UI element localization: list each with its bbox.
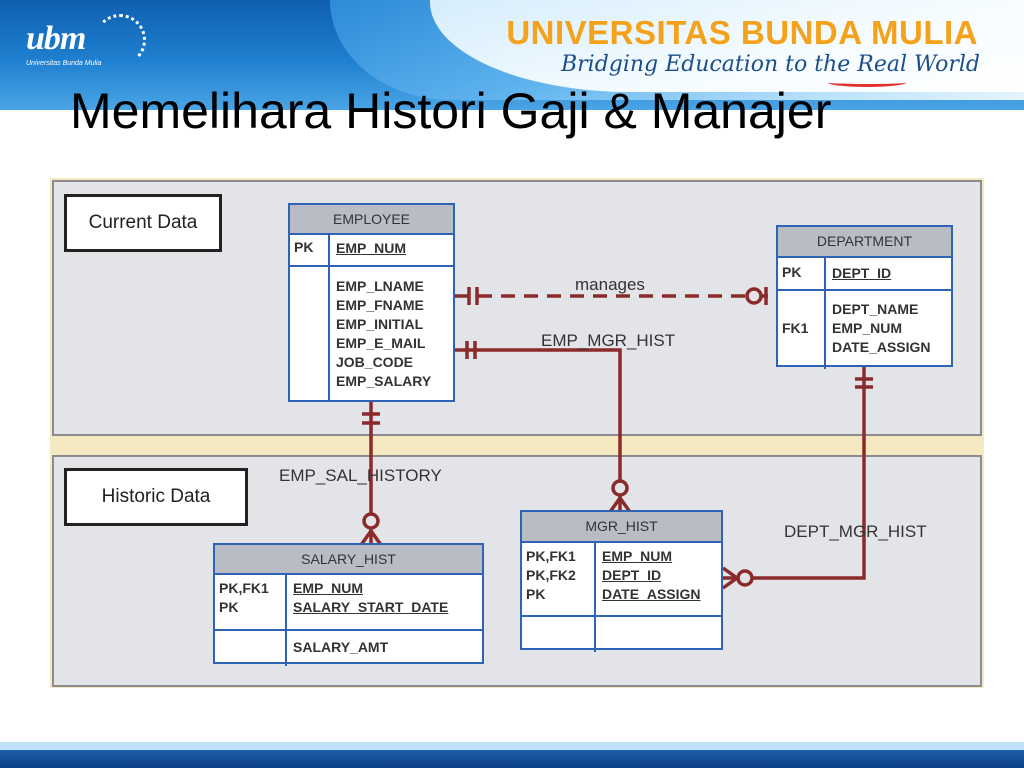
mgr-hist-key: PK	[526, 586, 546, 602]
salary-hist-attr: SALARY_AMT	[293, 639, 389, 655]
mgr-hist-pk-attrs: EMP_NUM DEPT_ID DATE_ASSIGN	[596, 543, 707, 615]
emp-mgr-crow	[608, 494, 632, 514]
employee-attr-row: EMP_LNAME EMP_FNAME EMP_INITIAL EMP_E_MA…	[290, 267, 453, 402]
emp-sal-crow	[359, 527, 383, 547]
employee-pk-key: PK	[290, 235, 330, 265]
current-data-label: Current Data	[64, 194, 222, 252]
employee-pk-attr: EMP_NUM	[336, 240, 407, 256]
employee-attr: EMP_SALARY	[336, 373, 432, 389]
manages-circle	[745, 287, 763, 305]
department-pk-row: PK DEPT_ID	[778, 258, 951, 291]
mgr-hist-pk-attr: DATE_ASSIGN	[602, 586, 701, 602]
employee-attr: EMP_FNAME	[336, 297, 424, 313]
salary-hist-header: SALARY_HIST	[215, 545, 482, 575]
mgr-hist-attr-row	[522, 617, 721, 652]
mgr-hist-header: MGR_HIST	[522, 512, 721, 543]
salary-hist-pk-row: PK,FK1 PK EMP_NUM SALARY_START_DATE	[215, 575, 482, 631]
dept-mgr-crow	[721, 566, 741, 590]
mgr-hist-key: PK,FK1	[526, 548, 576, 564]
logo-subtext: Universitas Bunda Mulia	[26, 60, 102, 67]
tagline: Bridging Education to the Real World	[560, 52, 980, 77]
salary-hist-attr-key	[215, 631, 287, 666]
mgr-hist-attr-key	[522, 617, 596, 652]
salary-hist-pk-attrs: EMP_NUM SALARY_START_DATE	[287, 575, 454, 629]
employee-pk-row: PK EMP_NUM	[290, 235, 453, 267]
employee-attr: JOB_CODE	[336, 354, 414, 370]
manages-label: manages	[575, 275, 645, 294]
mgr-hist-attr	[596, 617, 608, 652]
tagline-swoosh	[828, 78, 906, 87]
dept-mgr-circle	[736, 569, 754, 587]
mgr-hist-entity: MGR_HIST PK,FK1 PK,FK2 PK EMP_NUM DEPT_I…	[520, 510, 723, 652]
department-entity: DEPARTMENT PK DEPT_ID FK1 DEPT_NAME EMP_…	[776, 225, 953, 369]
salary-hist-keys: PK,FK1 PK	[215, 575, 287, 629]
employee-attr-key	[290, 267, 330, 402]
employee-attr: EMP_LNAME	[336, 278, 424, 294]
mgr-hist-pk-attr: EMP_NUM	[602, 548, 673, 564]
salary-hist-entity: SALARY_HIST PK,FK1 PK EMP_NUM SALARY_STA…	[213, 543, 484, 666]
ubm-logo: ubm Universitas Bunda Mulia	[18, 12, 146, 74]
dept-mgr-line	[723, 366, 866, 580]
employee-attr-list: EMP_LNAME EMP_FNAME EMP_INITIAL EMP_E_MA…	[330, 267, 437, 402]
mgr-hist-key: PK,FK2	[526, 567, 576, 583]
page-title: Memelihara Histori Gaji & Manajer	[70, 83, 832, 139]
dept-mgr-hist-label: DEPT_MGR_HIST	[784, 522, 927, 541]
department-header: DEPARTMENT	[778, 227, 951, 258]
employee-attr: EMP_E_MAIL	[336, 335, 426, 351]
university-name: UNIVERSITAS BUNDA MULIA	[506, 14, 978, 51]
department-pk-key: PK	[778, 258, 826, 289]
salary-hist-key: PK	[219, 599, 239, 615]
department-attr-row: FK1 DEPT_NAME EMP_NUM DATE_ASSIGN	[778, 291, 951, 369]
department-pk-attr: DEPT_ID	[832, 265, 892, 281]
salary-hist-pk-attr: SALARY_START_DATE	[293, 599, 449, 615]
emp-mgr-hist-label: EMP_MGR_HIST	[541, 331, 676, 350]
employee-entity: EMPLOYEE PK EMP_NUM EMP_LNAME EMP_FNAME …	[288, 203, 455, 402]
employee-attr: EMP_INITIAL	[336, 316, 424, 332]
department-attr: DATE_ASSIGN	[832, 339, 931, 355]
historic-data-label: Historic Data	[64, 468, 248, 526]
mgr-hist-keys: PK,FK1 PK,FK2 PK	[522, 543, 596, 615]
emp-sal-circle	[362, 512, 380, 530]
employee-header: EMPLOYEE	[290, 205, 453, 235]
department-attr-list: DEPT_NAME EMP_NUM DATE_ASSIGN	[826, 291, 937, 369]
salary-hist-pk-attr: EMP_NUM	[293, 580, 364, 596]
emp-sal-history-label: EMP_SAL_HISTORY	[279, 466, 442, 485]
mgr-hist-pk-row: PK,FK1 PK,FK2 PK EMP_NUM DEPT_ID DATE_AS…	[522, 543, 721, 617]
salary-hist-key: PK,FK1	[219, 580, 269, 596]
logo-ring-icon	[94, 14, 146, 66]
department-attr: EMP_NUM	[832, 320, 903, 336]
department-fk-key: FK1	[778, 291, 826, 369]
emp-mgr-circle	[611, 479, 629, 497]
logo-text: ubm	[26, 20, 86, 57]
emp-mgr-hist-line	[455, 348, 622, 510]
mgr-hist-pk-attr: DEPT_ID	[602, 567, 662, 583]
salary-hist-attr-row: SALARY_AMT	[215, 631, 482, 666]
department-attr: DEPT_NAME	[832, 301, 919, 317]
header-highlight	[430, 0, 1024, 92]
footer-band	[0, 742, 1024, 768]
